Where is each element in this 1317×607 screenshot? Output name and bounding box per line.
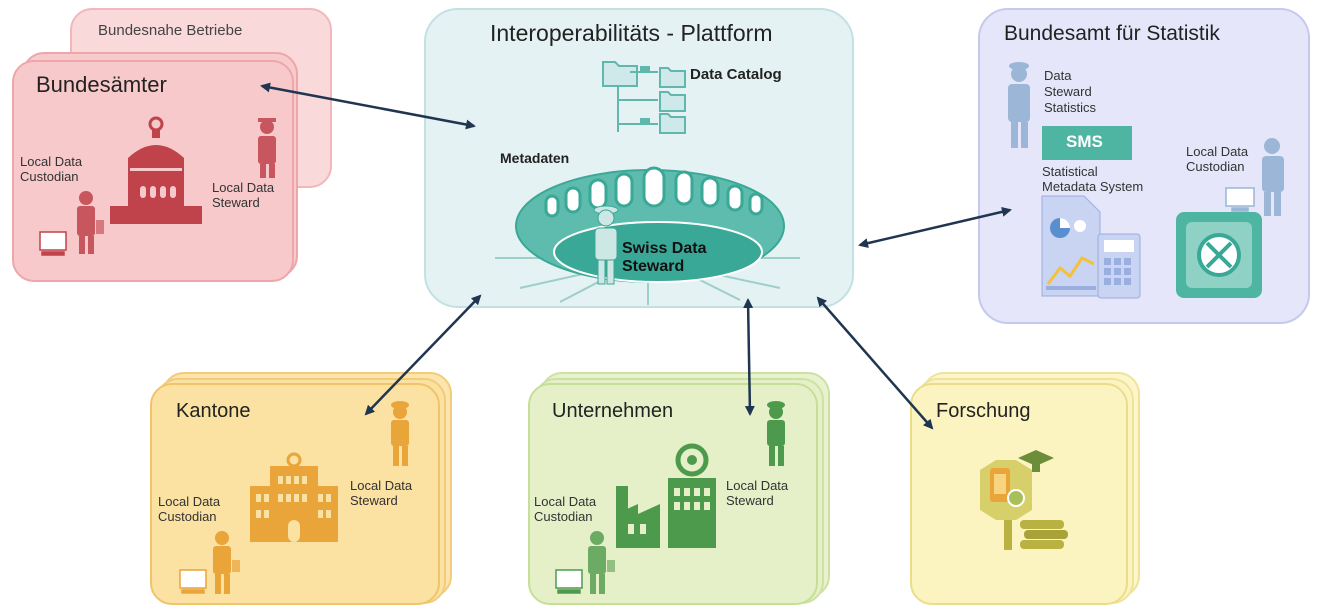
kantone-title: Kantone [176, 400, 251, 422]
unternehmen-custodian-label: Local Data Custodian [534, 494, 597, 524]
sms-description: Statistical Metadata System [1042, 164, 1144, 194]
local-data-steward-figure-red [258, 118, 276, 178]
data-catalog-label: Data Catalog [690, 66, 782, 83]
federal-building-icon [110, 116, 202, 224]
metadaten-label: Metadaten [500, 150, 570, 166]
bundesaemter-custodian-label: Local Data Custodian [20, 154, 83, 184]
data-catalog-icon [602, 61, 686, 134]
documents-chart-icon [1041, 195, 1141, 299]
computer-icon-blue [1225, 187, 1255, 212]
kantone-box [150, 383, 440, 605]
kantone-steward-label: Local Data Steward [350, 478, 413, 508]
computer-icon-red [39, 231, 67, 256]
computer-icon-orange [179, 569, 207, 594]
metadata-ellipse-graphic [495, 166, 800, 305]
factory-icon [616, 443, 716, 548]
arrow-platform-kantone [364, 294, 482, 416]
local-data-steward-figure-orange [391, 401, 409, 466]
swiss-data-steward-label: Swiss Data Steward [622, 240, 707, 275]
unternehmen-title: Unternehmen [552, 400, 674, 422]
local-data-custodian-figure-blue [1262, 138, 1284, 216]
sms-box [1042, 126, 1132, 160]
bundesaemter-title: Bundesämter [36, 72, 167, 97]
local-data-custodian-figure-red [77, 191, 104, 254]
local-data-custodian-figure-orange [213, 531, 240, 594]
arrow-platform-bfs [858, 206, 1012, 249]
computer-icon-green [555, 569, 583, 594]
platform-title: Interoperabilitäts - Plattform [490, 20, 773, 46]
canton-building-icon [250, 452, 338, 542]
bfs-steward-label: Data Steward Statistics [1044, 68, 1097, 115]
research-icon [980, 450, 1068, 550]
unternehmen-steward-label: Local Data Steward [726, 478, 789, 508]
forschung-box [910, 383, 1128, 605]
data-steward-statistics-figure [1008, 62, 1030, 148]
bundesnahe-betriebe-title: Bundesnahe Betriebe [98, 22, 243, 39]
bundesaemter-steward-label: Local Data Steward [212, 180, 275, 210]
local-data-steward-figure-green [767, 401, 785, 466]
arrow-platform-forschung [816, 296, 934, 430]
kantone-custodian-label: Local Data Custodian [158, 494, 221, 524]
safe-icon [1176, 212, 1262, 298]
bfs-custodian-label: Local Data Custodian [1186, 144, 1249, 174]
arrow-platform-unternehmen [743, 298, 755, 416]
bfs-title: Bundesamt für Statistik [1004, 22, 1220, 45]
forschung-title: Forschung [936, 400, 1031, 422]
arrow-bundesaemter-platform [260, 82, 476, 130]
local-data-custodian-figure-green [588, 531, 615, 594]
sms-label: SMS [1066, 132, 1103, 151]
